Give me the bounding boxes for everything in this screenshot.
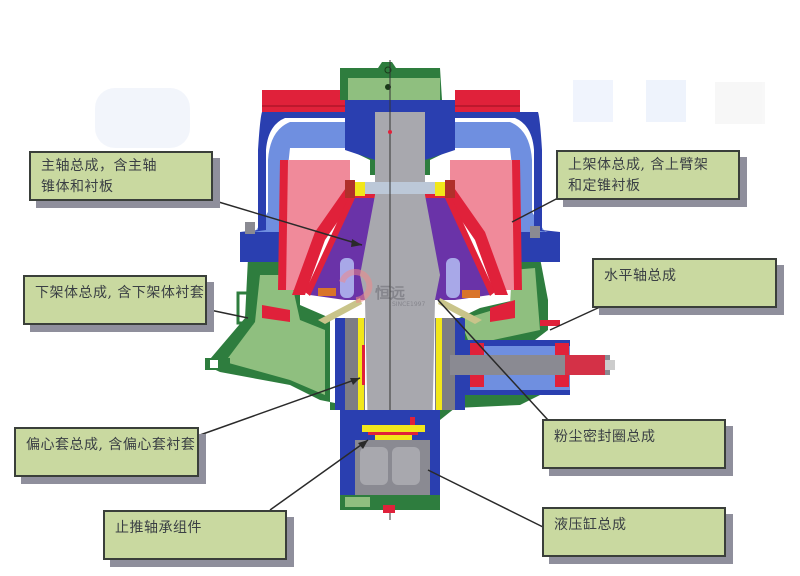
leader-hydraulic: [427, 469, 544, 528]
label-horizontal-shaft-line1: 水平轴总成: [604, 268, 677, 284]
label-upper-frame-line2: 和定锥衬板: [568, 178, 641, 194]
dust-seal: [318, 288, 482, 324]
label-dust-seal-line1: 粉尘密封圈总成: [554, 429, 656, 445]
label-hydraulic-cylinder: 液压缸总成: [542, 507, 726, 557]
label-eccentric-line1: 偏心套总成, 含偏心套衬套: [26, 437, 196, 453]
label-main-shaft-line1: 主轴总成，含主轴: [41, 158, 157, 174]
main-shaft: [345, 60, 455, 520]
leader-horizontal-shaft: [549, 306, 601, 331]
leader-eccentric: [199, 377, 361, 436]
watermark-logo: 恒远 SINCE1997: [339, 269, 425, 308]
svg-text:恒远: 恒远: [375, 284, 405, 302]
leader-lines: [199, 196, 601, 528]
label-eccentric: 偏心套总成, 含偏心套衬套: [14, 427, 199, 477]
label-upper-frame-line1: 上架体总成, 含上臂架: [568, 157, 709, 173]
background-ghost-images: [95, 80, 765, 148]
label-horizontal-shaft: 水平轴总成: [592, 258, 777, 308]
label-lower-frame-line1: 下架体总成, 含下架体衬套: [35, 285, 205, 301]
label-main-shaft: 主轴总成，含主轴 锥体和衬板: [29, 151, 213, 201]
leader-upper-frame: [511, 196, 561, 223]
label-hydraulic-cylinder-line1: 液压缸总成: [554, 517, 627, 533]
feed-hopper: [262, 90, 520, 112]
svg-text:SINCE1997: SINCE1997: [392, 301, 425, 308]
label-lower-frame: 下架体总成, 含下架体衬套: [23, 275, 207, 325]
leader-lower-frame: [209, 309, 249, 319]
label-main-shaft-line2: 锥体和衬板: [41, 179, 114, 195]
label-dust-seal: 粉尘密封圈总成: [542, 419, 726, 469]
label-thrust-bearing-line1: 止推轴承组件: [115, 520, 202, 536]
label-upper-frame: 上架体总成, 含上臂架 和定锥衬板: [556, 150, 740, 200]
concave-liner: [278, 160, 522, 295]
leader-main-shaft: [211, 199, 363, 246]
leader-dust-seal: [437, 299, 549, 421]
thrust-bearing: [362, 417, 425, 440]
label-thrust-bearing: 止推轴承组件: [103, 510, 287, 560]
leader-thrust-bearing: [269, 439, 369, 511]
hydraulic-cylinder: [340, 410, 440, 513]
